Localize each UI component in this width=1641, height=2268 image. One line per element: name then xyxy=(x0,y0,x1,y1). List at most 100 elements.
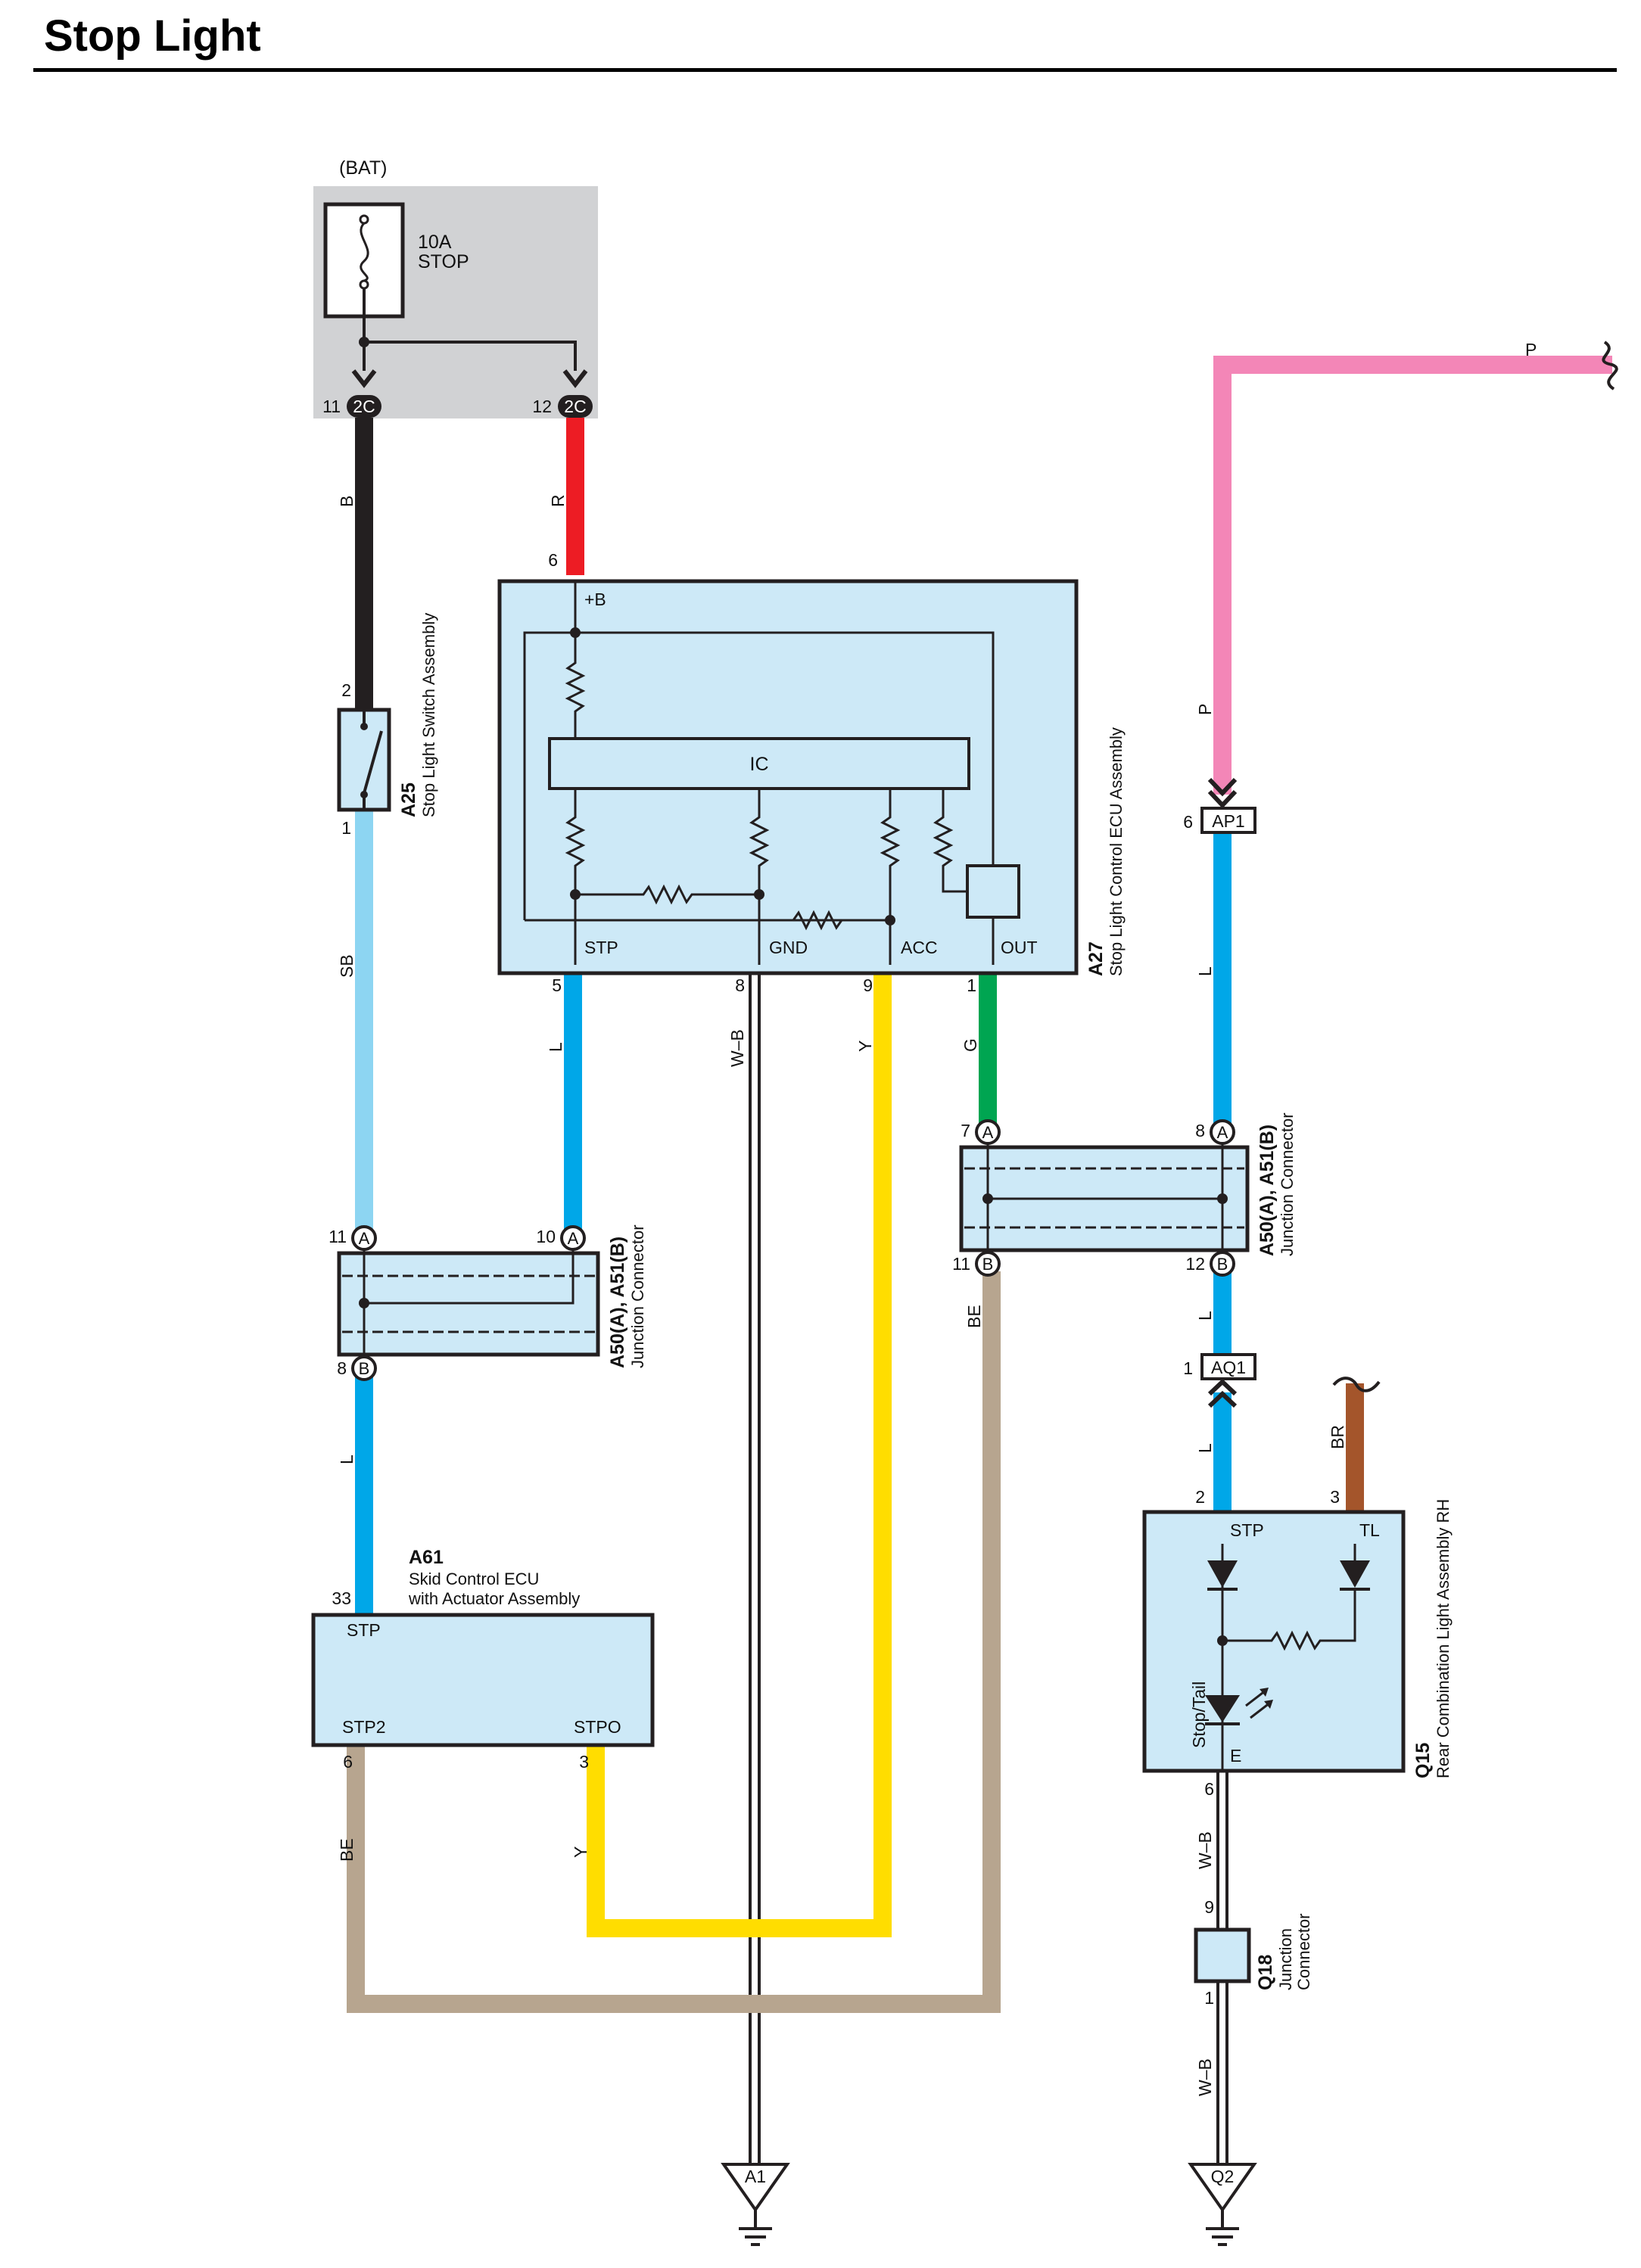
svg-text:A50(A), A51(B): A50(A), A51(B) xyxy=(607,1237,628,1368)
ground-q2: Q2 xyxy=(1188,2163,1257,2246)
wire-be xyxy=(347,1271,1001,2013)
svg-text:L: L xyxy=(546,1042,565,1052)
svg-text:10: 10 xyxy=(536,1227,556,1246)
svg-text:A: A xyxy=(359,1229,370,1248)
fuse-amp: 10A xyxy=(418,232,452,253)
svg-text:11: 11 xyxy=(329,1227,347,1246)
switch-icon xyxy=(363,730,383,794)
svg-text:L: L xyxy=(1195,1443,1215,1453)
stop-light-switch-a25: 2 1 A25 Stop Light Switch Assembly xyxy=(337,613,438,838)
svg-text:Junction Connector: Junction Connector xyxy=(1278,1112,1297,1256)
svg-text:6: 6 xyxy=(548,550,558,570)
svg-text:BR: BR xyxy=(1328,1425,1347,1449)
wire-code-labels: B R SB L W–B Y G P P L BE L L L BR BE Y … xyxy=(337,340,1537,2096)
svg-text:BE: BE xyxy=(964,1305,984,1328)
svg-text:Rear Combination Light Assembl: Rear Combination Light Assembly RH xyxy=(1434,1499,1453,1778)
svg-text:7: 7 xyxy=(961,1121,970,1140)
connector-ap1: AP1 6 xyxy=(1183,777,1256,834)
svg-text:L: L xyxy=(1195,1311,1215,1321)
svg-text:+B: +B xyxy=(584,590,606,609)
fuse-name: STOP xyxy=(418,251,469,272)
wire-p xyxy=(1213,356,1612,795)
junction-connector-right: A A B B 7 8 11 12 A50(A), A51(B) Junctio… xyxy=(952,1112,1297,1277)
ic-chip xyxy=(548,737,970,790)
svg-text:AP1: AP1 xyxy=(1212,811,1244,831)
battery-label: (BAT) xyxy=(339,157,387,179)
svg-text:2: 2 xyxy=(341,680,351,700)
svg-text:Q15: Q15 xyxy=(1412,1743,1434,1778)
svg-text:1: 1 xyxy=(341,818,351,838)
svg-text:W–B: W–B xyxy=(1195,1831,1215,1869)
led-icon xyxy=(1205,1695,1240,1722)
svg-text:STP2: STP2 xyxy=(342,1717,386,1737)
svg-text:9: 9 xyxy=(863,975,873,995)
svg-text:3: 3 xyxy=(1330,1487,1340,1507)
svg-text:6: 6 xyxy=(1183,812,1193,832)
svg-text:3: 3 xyxy=(579,1752,589,1772)
svg-text:L: L xyxy=(337,1454,357,1464)
svg-text:ACC: ACC xyxy=(901,938,938,957)
svg-text:STPO: STPO xyxy=(574,1717,621,1737)
svg-text:8: 8 xyxy=(337,1358,347,1378)
a27-name: Stop Light Control ECU Assembly xyxy=(1107,727,1126,976)
page-title: Stop Light xyxy=(44,11,261,61)
svg-text:Skid Control ECU: Skid Control ECU xyxy=(409,1570,539,1588)
fuse-icon xyxy=(360,222,369,282)
svg-text:with Actuator Assembly: with Actuator Assembly xyxy=(408,1589,580,1608)
svg-text:A50(A), A51(B): A50(A), A51(B) xyxy=(1256,1125,1278,1256)
svg-text:B: B xyxy=(1217,1255,1228,1274)
svg-text:TL: TL xyxy=(1359,1520,1380,1540)
svg-text:33: 33 xyxy=(332,1588,351,1608)
connector-2c-left xyxy=(347,395,381,418)
connector-aq1: AQ1 1 xyxy=(1183,1353,1256,1408)
svg-text:P: P xyxy=(1195,704,1215,715)
stop-light-control-ecu-a27: 6 +B IC STP GND ACC OUT 5 8 9 1 A27 xyxy=(497,550,1126,995)
svg-text:2: 2 xyxy=(1195,1487,1205,1507)
svg-text:11: 11 xyxy=(952,1254,970,1274)
svg-text:B: B xyxy=(337,496,357,507)
svg-text:L: L xyxy=(1195,966,1215,976)
svg-text:STP: STP xyxy=(584,938,618,957)
skid-control-ecu-a61: A61 Skid Control ECU with Actuator Assem… xyxy=(311,1547,655,1772)
svg-text:B: B xyxy=(982,1255,994,1274)
svg-text:8: 8 xyxy=(735,975,745,995)
wire-break-icon xyxy=(1602,341,1618,390)
svg-text:G: G xyxy=(961,1038,980,1052)
diode-icon xyxy=(1340,1560,1370,1588)
svg-text:IC: IC xyxy=(750,754,769,775)
svg-text:AQ1: AQ1 xyxy=(1211,1358,1246,1377)
svg-text:6: 6 xyxy=(343,1752,353,1772)
svg-text:Q18: Q18 xyxy=(1255,1955,1276,1990)
junction-connector-left: A A B 11 10 8 A50(A), A51(B) Junction Co… xyxy=(329,1224,647,1381)
svg-text:A: A xyxy=(568,1229,579,1248)
svg-text:B: B xyxy=(359,1359,370,1378)
svg-text:Y: Y xyxy=(855,1041,875,1052)
diode-icon xyxy=(1207,1560,1238,1588)
svg-text:Y: Y xyxy=(571,1846,590,1858)
svg-text:1: 1 xyxy=(1204,1988,1214,2008)
rear-combination-light-q15: 2 3 STP TL Stop/Tail E 6 Q15 Rear Combin… xyxy=(1142,1487,1453,1799)
svg-text:STP: STP xyxy=(1230,1520,1264,1540)
svg-text:12: 12 xyxy=(1185,1254,1205,1274)
svg-text:2C: 2C xyxy=(564,397,586,416)
pin-11: 11 xyxy=(322,397,341,416)
connector-2c-right xyxy=(558,395,593,418)
svg-text:8: 8 xyxy=(1195,1121,1205,1140)
svg-text:R: R xyxy=(548,494,568,507)
svg-text:1: 1 xyxy=(967,975,976,995)
svg-text:Q2: Q2 xyxy=(1211,2167,1235,2186)
svg-text:Junction: Junction xyxy=(1276,1928,1295,1990)
svg-text:GND: GND xyxy=(769,938,808,957)
svg-text:A61: A61 xyxy=(409,1547,444,1568)
pin-12: 12 xyxy=(532,397,552,416)
wire-y xyxy=(587,965,892,1937)
svg-text:1: 1 xyxy=(1183,1358,1193,1378)
svg-text:A: A xyxy=(1217,1123,1228,1142)
wires xyxy=(347,341,1618,2179)
a25-code: A25 xyxy=(398,782,419,817)
a25-name: Stop Light Switch Assembly xyxy=(419,613,438,817)
title-divider xyxy=(33,68,1617,72)
svg-text:E: E xyxy=(1230,1746,1241,1766)
svg-text:SB: SB xyxy=(337,954,357,978)
